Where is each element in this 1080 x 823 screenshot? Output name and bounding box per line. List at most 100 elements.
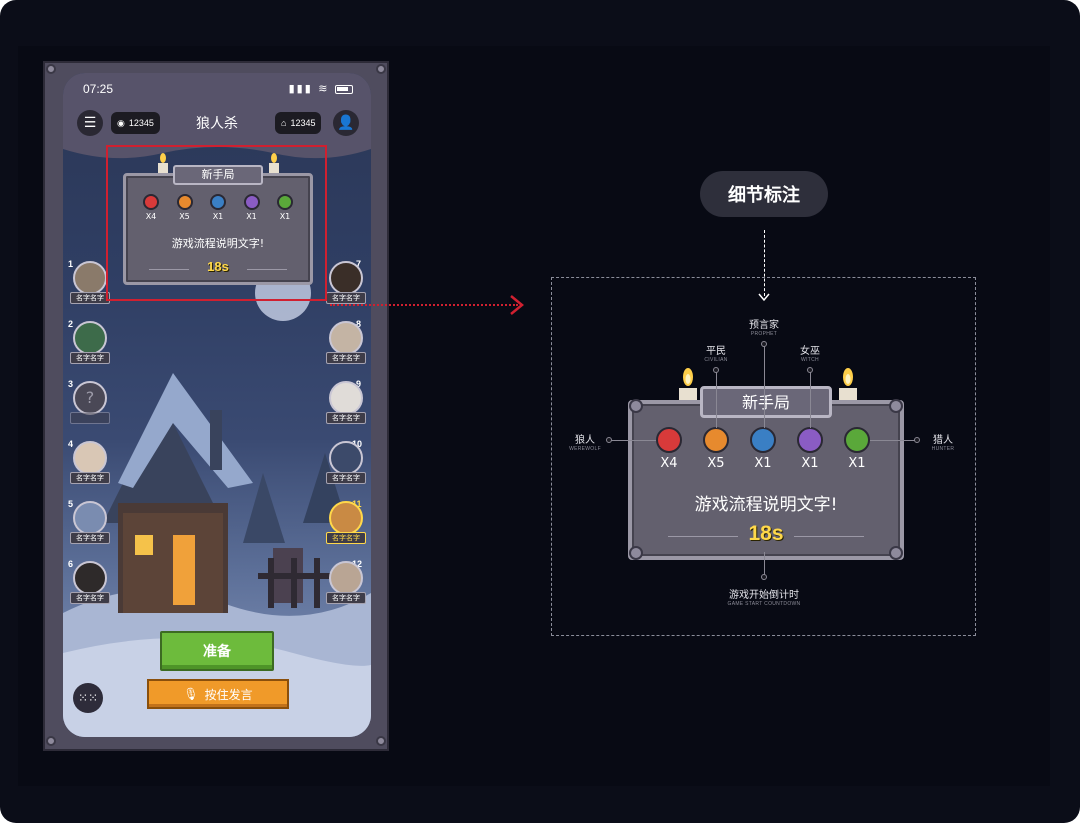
add-user-icon: 👤	[337, 115, 355, 131]
potion-icon	[243, 194, 260, 210]
player-name: 名字名字	[326, 532, 366, 544]
player-name: 名字名字	[326, 352, 366, 364]
player-seat-5[interactable]: 5 名字名字	[68, 499, 110, 544]
status-icons: ▮▮▮ ≋	[289, 82, 353, 95]
player-seat-11[interactable]: 11 名字名字	[326, 499, 366, 544]
seat-number: 9	[356, 379, 362, 389]
home-icon: ⌂	[281, 118, 287, 128]
role-civilian: X5	[176, 194, 193, 221]
avatar	[329, 501, 363, 535]
seat-number: 12	[352, 559, 363, 569]
role-count: X5	[179, 212, 190, 221]
detail-annotation-pill: 细节标注	[700, 171, 828, 217]
role-witch: X1	[797, 427, 823, 471]
player-seat-2[interactable]: 2 名字名字	[68, 319, 110, 364]
label-cn: 狼人	[575, 435, 595, 446]
player-name: 名字名字	[70, 472, 110, 484]
player-name: 名字名字	[326, 412, 366, 424]
candle-icon	[155, 153, 171, 179]
leader-dot	[914, 437, 920, 443]
seat-number: 5	[68, 499, 74, 509]
viewers-count: 12345	[128, 118, 154, 128]
arrow-down-icon	[758, 293, 770, 302]
avatar	[329, 321, 363, 355]
role-prophet: X1	[210, 194, 226, 221]
role-count: X4	[145, 212, 157, 221]
avatar	[73, 261, 107, 295]
role-count: X5	[707, 456, 725, 471]
leader-dot	[761, 574, 767, 580]
seat-number: 7	[356, 259, 362, 269]
board-title: 新手局	[173, 165, 263, 185]
role-witch: X1	[243, 194, 260, 221]
push-to-talk-button[interactable]: 🎙 按住发言	[147, 679, 289, 709]
battery-icon	[335, 84, 353, 94]
frame-bolt	[376, 64, 386, 74]
ready-button[interactable]: 准备	[160, 631, 274, 671]
role-prophet: X1	[750, 427, 776, 471]
seat-number: 4	[68, 439, 74, 449]
countdown-timer: 18s	[748, 522, 784, 545]
avatar	[329, 561, 363, 595]
eye-icon: ◉	[117, 117, 125, 128]
label-en: CIVILIAN	[704, 357, 728, 363]
seat-number: 2	[68, 319, 74, 329]
player-seat-7[interactable]: 7 名字名字	[326, 259, 366, 304]
role-count: X1	[848, 456, 866, 471]
avatar	[73, 441, 107, 475]
player-seat-1[interactable]: 1 名字名字	[68, 259, 110, 304]
game-description: 游戏流程说明文字!	[694, 495, 838, 515]
status-time: 07:25	[83, 82, 114, 96]
player-seat-3[interactable]: 3 ?	[68, 379, 110, 424]
player-name: 名字名字	[70, 592, 110, 604]
player-seat-9[interactable]: 9 名字名字	[326, 379, 366, 424]
role-werewolf: X4	[656, 427, 682, 471]
label-en: WEREWOLF	[569, 446, 601, 452]
list-icon: ☰	[83, 115, 97, 131]
leader-dot	[807, 367, 813, 373]
frame-bolt	[46, 64, 56, 74]
leader-line	[810, 372, 811, 428]
claw-mark-icon	[277, 194, 293, 210]
board-bolt	[629, 546, 643, 560]
keypad-button[interactable]: ⁙⁙	[73, 683, 103, 713]
board-bolt	[889, 546, 903, 560]
label-cn: 猎人	[933, 435, 953, 446]
eye-icon	[210, 194, 226, 210]
viewers-chip[interactable]: ◉ 12345	[111, 112, 160, 134]
leader-line	[764, 346, 765, 428]
add-friend-button[interactable]: 👤	[333, 110, 359, 136]
role-count: X1	[212, 212, 224, 221]
seat-number: 8	[356, 319, 362, 329]
leader-dot	[761, 341, 767, 347]
talk-label: 按住发言	[204, 687, 253, 702]
label-countdown: 游戏开始倒计时 GAME START COUNTDOWN	[714, 586, 814, 607]
empty-avatar: ?	[73, 381, 107, 415]
player-seat-8[interactable]: 8 名字名字	[326, 319, 366, 364]
person-icon	[176, 194, 193, 210]
frame-bolt	[46, 736, 56, 746]
room-chip[interactable]: ⌂ 12345	[275, 112, 322, 134]
player-name	[70, 412, 110, 424]
candle-icon	[266, 153, 282, 179]
phone-screen: 07:25 ▮▮▮ ≋ ☰ ◉ 12345 狼人杀 ⌂ 12345 👤 新手局	[63, 73, 371, 737]
claw-icon	[656, 427, 682, 453]
callout-arrow-line	[330, 304, 518, 306]
player-seat-4[interactable]: 4 名字名字	[68, 439, 110, 484]
label-hunter: 猎人 HUNTER	[920, 431, 966, 452]
player-seat-12[interactable]: 12 名字名字	[326, 559, 366, 604]
menu-button[interactable]: ☰	[77, 110, 103, 136]
player-name: 名字名字	[326, 592, 366, 604]
role-civilian: X5	[703, 427, 729, 471]
frame-bolt	[376, 736, 386, 746]
board-bolt	[889, 399, 903, 413]
leader-line	[870, 440, 916, 441]
claw-icon	[143, 194, 159, 210]
player-seat-6[interactable]: 6 名字名字	[68, 559, 110, 604]
player-seat-10[interactable]: 10 名字名字	[326, 439, 366, 484]
player-name: 名字名字	[70, 292, 110, 304]
page-title: 狼人杀	[196, 116, 238, 132]
potion-icon	[797, 427, 823, 453]
grid-icon: ⁙⁙	[77, 691, 99, 705]
